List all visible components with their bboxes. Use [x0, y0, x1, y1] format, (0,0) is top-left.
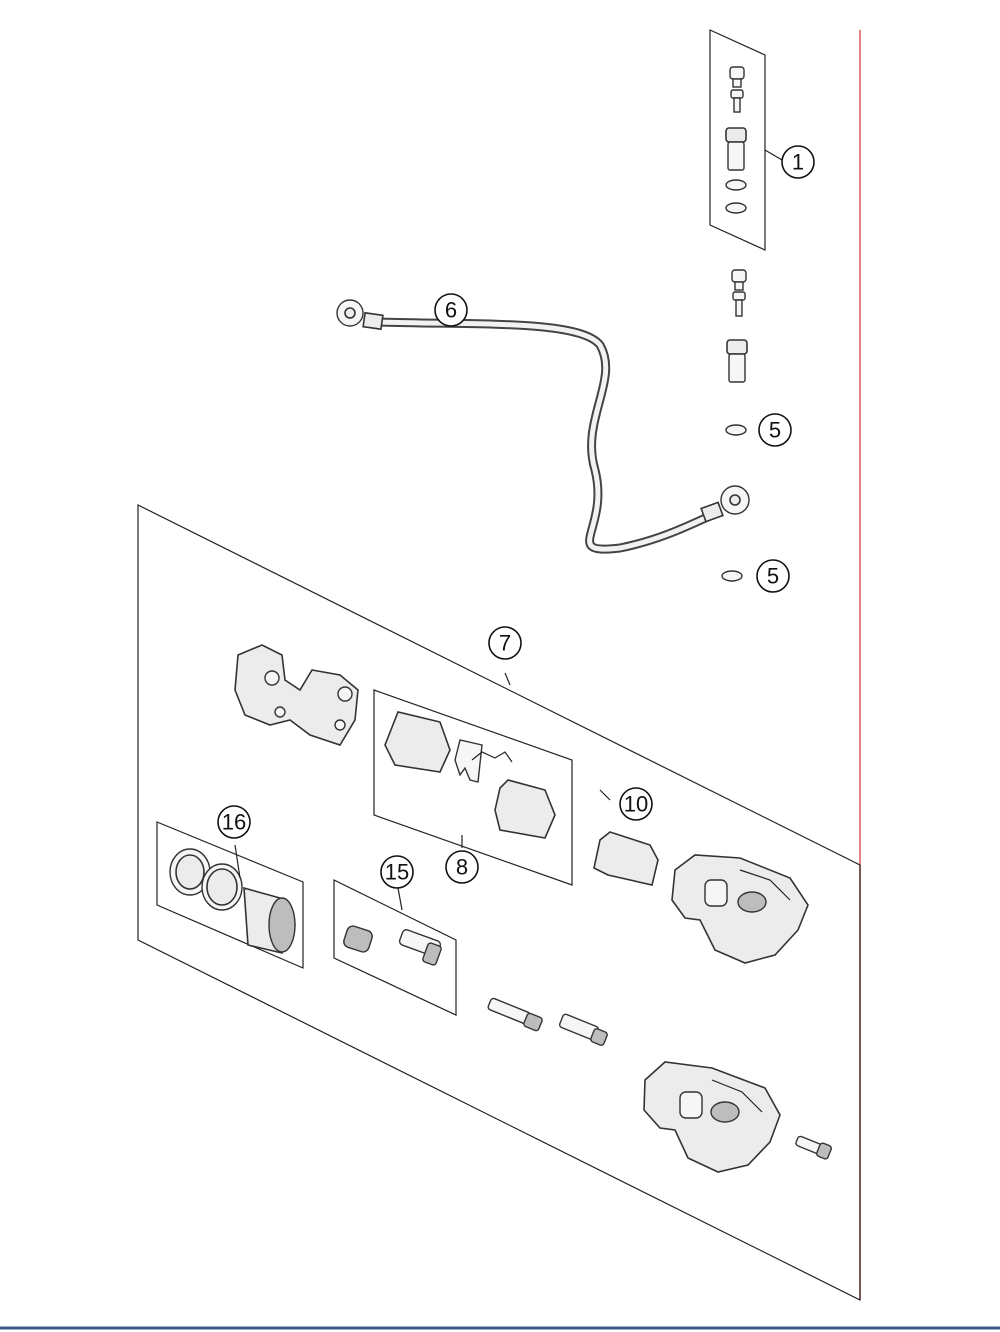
caliper-body-lower: [643, 1061, 781, 1173]
callout-1-label: 1: [792, 150, 804, 175]
callout-5-lower: 5: [756, 559, 790, 593]
callout-5-upper: 5: [758, 413, 792, 447]
brake-hose: [336, 299, 750, 554]
caliper-assembly-panel: [137, 504, 861, 1301]
piston-seal-kit: [156, 821, 304, 969]
callout-8-label: 8: [456, 855, 468, 880]
callout-16: 16: [217, 805, 251, 839]
callout-5-lower-label: 5: [767, 564, 779, 589]
bleeder-kit-panel: [709, 29, 766, 251]
washer-lower: [721, 570, 743, 582]
guide-pin-kit: [333, 879, 457, 1016]
washer-upper: [725, 424, 747, 436]
loose-bleeder-parts: [721, 269, 748, 582]
caliper-bracket: [234, 644, 359, 746]
callout-6: 6: [434, 293, 468, 327]
callout-5-upper-label: 5: [769, 418, 781, 443]
callout-15-label: 15: [385, 860, 409, 885]
callout-8: 8: [445, 850, 479, 884]
callout-7: 7: [488, 626, 522, 660]
callout-16-label: 16: [222, 810, 246, 835]
callout-15: 15: [380, 855, 414, 889]
callout-1: 1: [781, 145, 815, 179]
caliper-body-upper: [671, 854, 809, 964]
bleeder-kit-group: [709, 29, 783, 251]
brake-pad-set: [373, 689, 573, 886]
callout-10-label: 10: [624, 792, 648, 817]
single-brake-pad: [593, 831, 659, 886]
loose-pins: [487, 997, 832, 1160]
callout-6-label: 6: [445, 298, 457, 323]
callout-10: 10: [619, 787, 653, 821]
callout-7-label: 7: [499, 631, 511, 656]
